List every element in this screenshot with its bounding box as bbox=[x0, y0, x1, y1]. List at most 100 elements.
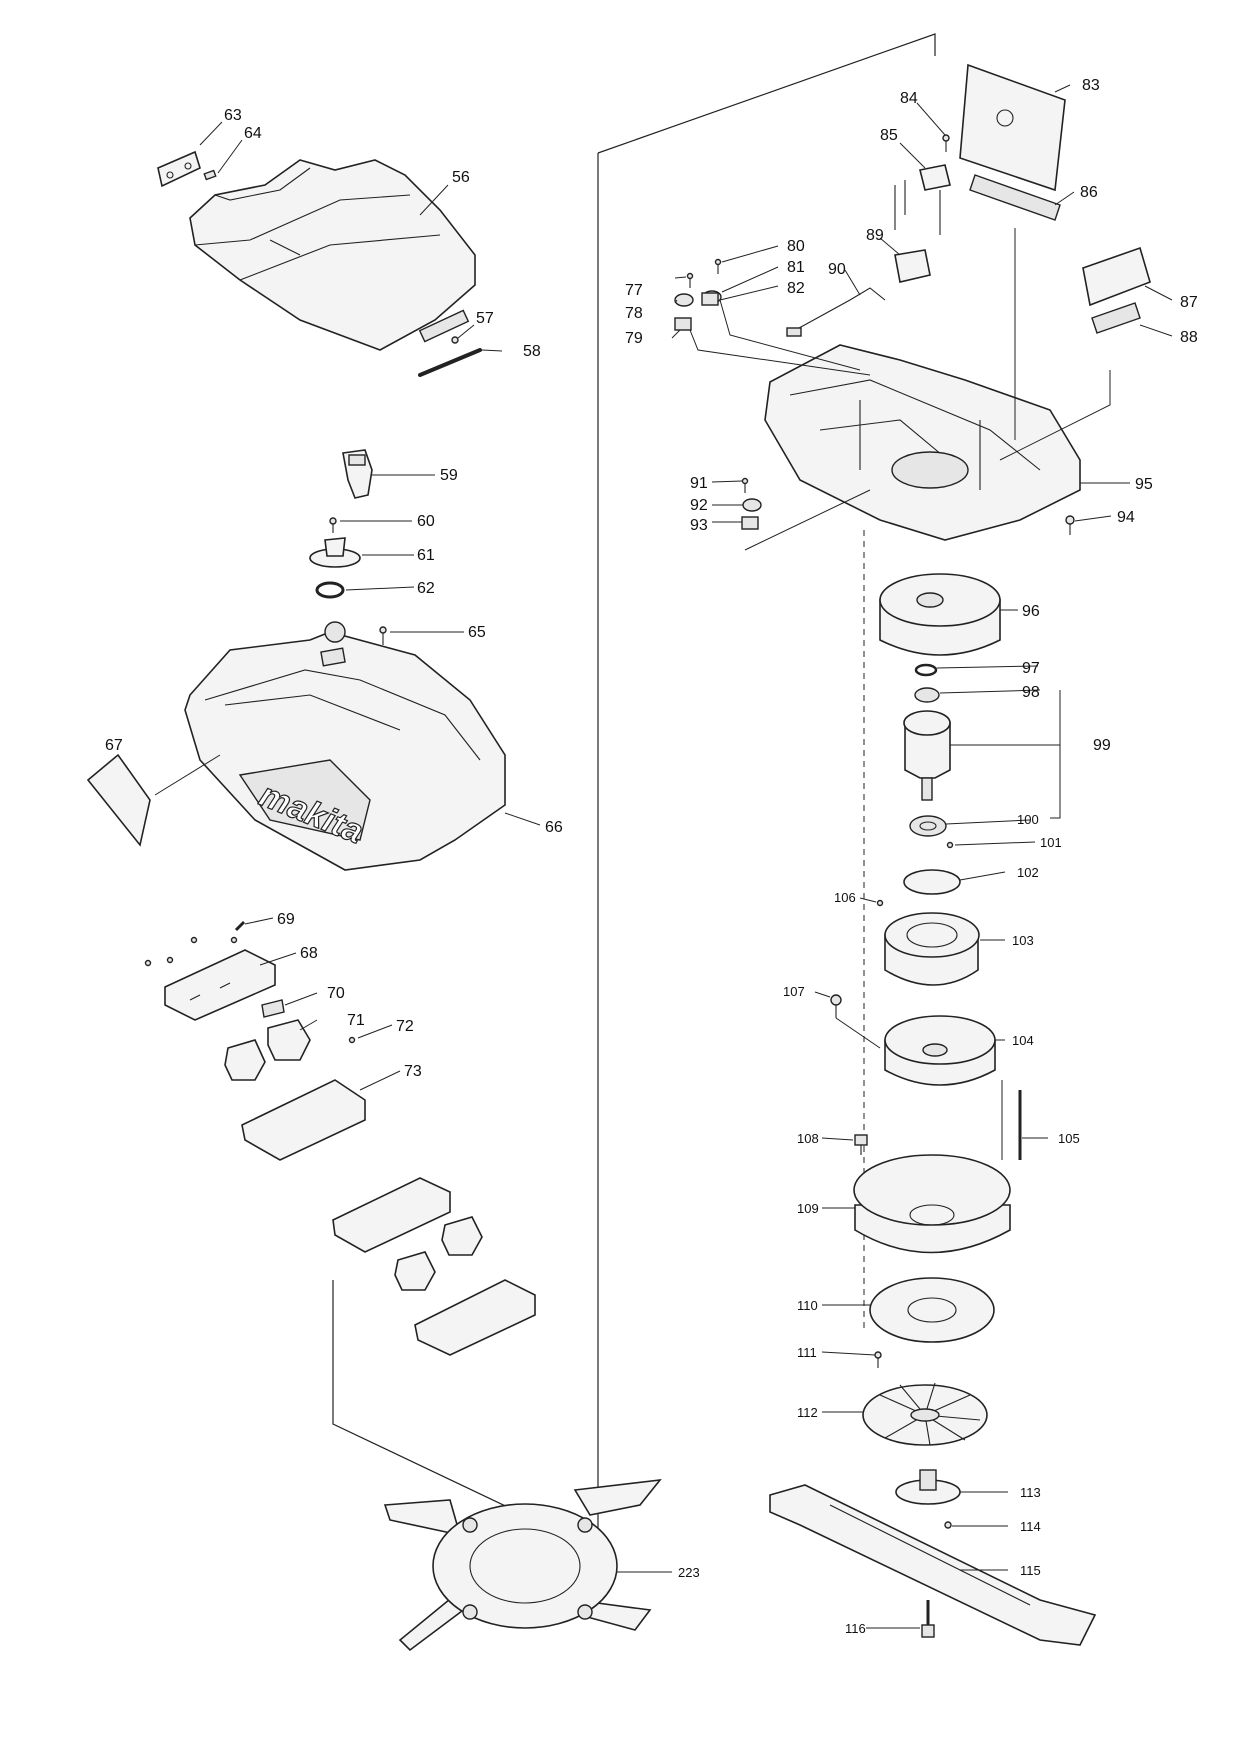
label-113: 113 bbox=[1020, 1485, 1041, 1500]
label-96: 96 bbox=[1022, 603, 1040, 620]
part-77-screw bbox=[686, 272, 694, 288]
part-111-screw bbox=[874, 1351, 882, 1368]
label-81: 81 bbox=[787, 259, 805, 276]
part-71c-terminals bbox=[394, 1216, 483, 1291]
label-82: 82 bbox=[787, 280, 805, 297]
part-85-sensor bbox=[894, 164, 951, 235]
label-98: 98 bbox=[1022, 684, 1040, 701]
part-104-motor-bracket bbox=[884, 1015, 996, 1086]
label-90: 90 bbox=[828, 261, 846, 278]
part-116-bolt bbox=[921, 1600, 935, 1638]
part-109-motor-base bbox=[853, 1154, 1011, 1254]
label-58: 58 bbox=[523, 343, 541, 360]
part-60-screw bbox=[329, 517, 337, 533]
part-90-cable bbox=[786, 287, 886, 337]
part-79-clip bbox=[674, 317, 692, 331]
label-63: 63 bbox=[224, 107, 242, 124]
label-59: 59 bbox=[440, 467, 458, 484]
label-114: 114 bbox=[1020, 1519, 1041, 1534]
label-100: 100 bbox=[1017, 812, 1039, 827]
label-85: 85 bbox=[880, 127, 898, 144]
part-88-foam-strip bbox=[1091, 302, 1141, 334]
part-110-plate bbox=[869, 1277, 995, 1343]
label-61: 61 bbox=[417, 547, 435, 564]
part-57-screw bbox=[451, 336, 459, 344]
part-83-control-board bbox=[959, 63, 1066, 192]
label-87: 87 bbox=[1180, 294, 1198, 311]
part-91-screw bbox=[741, 477, 749, 493]
label-66: 66 bbox=[545, 819, 563, 836]
part-73c-terminal-holder bbox=[414, 1279, 536, 1356]
part-84-screw bbox=[942, 134, 950, 152]
label-223: 223 bbox=[678, 1565, 700, 1580]
label-68: 68 bbox=[300, 945, 318, 962]
leader-lines bbox=[117, 84, 1173, 1629]
label-109: 109 bbox=[797, 1201, 819, 1216]
part-number-labels: 63 64 56 57 58 59 60 61 62 65 67 66 69 6… bbox=[105, 77, 1198, 1636]
part-223-blade-disc bbox=[383, 1478, 662, 1652]
part-101-screw bbox=[946, 841, 954, 849]
section-frame bbox=[332, 33, 936, 1551]
part-58-rod bbox=[418, 348, 482, 377]
label-60: 60 bbox=[417, 513, 435, 530]
part-73-terminal-holder bbox=[241, 1079, 366, 1161]
label-77: 77 bbox=[625, 282, 643, 299]
part-59-switch-key bbox=[342, 449, 373, 499]
label-112: 112 bbox=[797, 1405, 818, 1420]
part-66-housing: makita bbox=[184, 621, 506, 871]
label-105: 105 bbox=[1058, 1131, 1080, 1146]
label-69: 69 bbox=[277, 911, 295, 928]
label-99: 99 bbox=[1093, 737, 1111, 754]
part-68-terminal-holder bbox=[164, 949, 276, 1021]
label-108: 108 bbox=[797, 1131, 819, 1146]
part-72-screw bbox=[348, 1036, 356, 1044]
label-65: 65 bbox=[468, 624, 486, 641]
part-71-terminal bbox=[267, 1019, 311, 1061]
part-99-rotor bbox=[903, 710, 951, 801]
part-103-stator bbox=[884, 912, 980, 986]
label-115: 115 bbox=[1020, 1563, 1041, 1578]
label-94: 94 bbox=[1117, 509, 1135, 526]
part-95-lower-housing bbox=[764, 344, 1081, 541]
part-113-blade-holder bbox=[895, 1469, 961, 1505]
part-80-screw bbox=[714, 258, 722, 274]
label-107: 107 bbox=[783, 984, 805, 999]
label-83: 83 bbox=[1082, 77, 1100, 94]
label-70: 70 bbox=[327, 985, 345, 1002]
label-93: 93 bbox=[690, 517, 708, 534]
label-111: 111 bbox=[797, 1345, 817, 1360]
label-56: 56 bbox=[452, 169, 470, 186]
part-107-screw bbox=[830, 994, 842, 1018]
label-97: 97 bbox=[1022, 660, 1040, 677]
part-96-motor-cover bbox=[879, 573, 1001, 656]
part-98-bearing bbox=[914, 687, 940, 703]
part-70-pad bbox=[261, 999, 285, 1018]
label-101: 101 bbox=[1040, 835, 1062, 850]
part-71b-terminal bbox=[224, 1039, 266, 1081]
label-57: 57 bbox=[476, 310, 494, 327]
label-116: 116 bbox=[845, 1621, 866, 1636]
part-100-bearing bbox=[909, 815, 947, 837]
part-73b-terminal-holder bbox=[332, 1177, 451, 1253]
part-115-blade bbox=[769, 1484, 1097, 1646]
part-69-screw bbox=[234, 920, 246, 932]
label-106: 106 bbox=[834, 890, 856, 905]
part-82-clip bbox=[701, 292, 719, 306]
part-97-washer bbox=[914, 663, 938, 677]
part-112-fan bbox=[862, 1382, 988, 1446]
part-65-screw bbox=[379, 626, 387, 645]
part-114-screw bbox=[944, 1521, 952, 1529]
part-62-o-ring bbox=[315, 581, 345, 599]
part-92-clip bbox=[742, 498, 762, 512]
label-110: 110 bbox=[797, 1298, 818, 1313]
part-102-sensor-ring bbox=[903, 869, 961, 895]
label-89: 89 bbox=[866, 227, 884, 244]
label-67: 67 bbox=[105, 737, 123, 754]
label-80: 80 bbox=[787, 238, 805, 255]
part-68-screws bbox=[144, 936, 238, 967]
part-67-label bbox=[86, 753, 151, 847]
part-61-knob bbox=[309, 537, 361, 568]
label-91: 91 bbox=[690, 475, 708, 492]
part-78-clip bbox=[674, 293, 694, 307]
label-84: 84 bbox=[900, 90, 918, 107]
